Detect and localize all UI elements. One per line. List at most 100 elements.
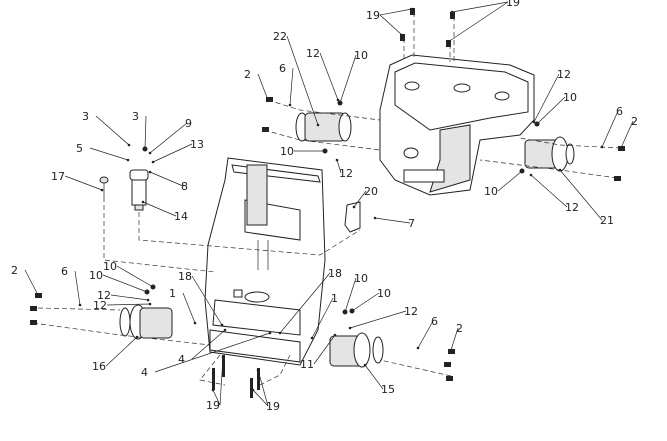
callout-19: 19 <box>251 368 280 413</box>
callout-19: 19 <box>206 355 225 412</box>
callout-label: 10 <box>354 49 368 62</box>
leader-line <box>95 115 130 146</box>
arrow-head-icon <box>278 331 282 335</box>
callout-label: 18 <box>328 267 342 280</box>
callout-2: 2 <box>449 322 463 352</box>
leader-line <box>142 201 177 217</box>
arrow-head-icon <box>148 170 152 174</box>
motor-16 <box>119 304 173 340</box>
arrow-head-icon <box>135 335 139 339</box>
callout-12: 12 <box>93 299 152 312</box>
leader-line <box>116 265 154 288</box>
leader-line <box>219 356 224 406</box>
callout-label: 19 <box>366 9 380 22</box>
callout-label: 1 <box>331 292 338 305</box>
filter-assembly <box>99 169 149 211</box>
callout-2: 2 <box>619 115 638 150</box>
arrow-head-icon <box>333 333 337 337</box>
callout-label: 3 <box>132 110 139 123</box>
callout-6: 6 <box>416 315 438 350</box>
callout-10: 10 <box>535 91 577 126</box>
callout-label: 12 <box>404 305 418 318</box>
callout-9: 9 <box>148 117 192 155</box>
arrow-head-icon <box>336 98 340 102</box>
arrow-head-icon <box>220 323 224 327</box>
callout-10: 10 <box>338 49 368 105</box>
callout-6: 6 <box>279 62 294 107</box>
leader-line <box>447 1 509 43</box>
callout-13: 13 <box>151 138 204 164</box>
arrow-head-icon <box>151 160 155 164</box>
arrow-head-icon <box>126 158 130 162</box>
callout-label: 21 <box>600 214 614 227</box>
arrow-head-icon <box>148 302 152 306</box>
callout-label: 10 <box>103 260 117 273</box>
arrow-head-icon <box>100 188 104 192</box>
leader-line <box>379 14 403 36</box>
callout-2: 2 <box>244 68 270 102</box>
callout-20: 20 <box>352 185 378 209</box>
callout-label: 12 <box>339 167 353 180</box>
leader-line <box>336 159 342 174</box>
callout-label: 9 <box>185 117 192 130</box>
motor-15 <box>329 332 384 368</box>
leader-line <box>530 174 568 208</box>
arrow-head-icon <box>141 200 145 204</box>
hardware <box>30 8 625 398</box>
leader-line <box>252 389 269 407</box>
callout-label: 2 <box>11 264 18 277</box>
leader-line <box>620 120 634 149</box>
callout-label: 10 <box>563 91 577 104</box>
callout-10: 10 <box>343 272 368 314</box>
callout-10: 10 <box>89 269 149 294</box>
callout-label: 19 <box>506 0 520 9</box>
arrow-head-icon <box>352 205 356 209</box>
leader-line <box>311 297 334 339</box>
leader-line <box>344 277 357 313</box>
arrow-head-icon <box>146 298 150 302</box>
leader-line <box>559 169 603 221</box>
arrow-head-icon <box>127 143 131 147</box>
leader-line <box>191 275 223 326</box>
upper-chassis <box>379 54 535 196</box>
arrow-head-icon <box>619 146 623 150</box>
arrow-head-icon <box>288 103 292 107</box>
arrow-head-icon <box>268 331 272 335</box>
parts-layer <box>30 8 625 398</box>
leader-line <box>279 272 331 334</box>
callout-12: 12 <box>306 47 340 102</box>
callout-label: 16 <box>92 360 106 373</box>
arrow-head-icon <box>256 368 260 372</box>
leader-line <box>451 1 509 13</box>
callout-label: 12 <box>93 299 107 312</box>
callout-label: 13 <box>190 138 204 151</box>
arrow-head-icon <box>520 169 524 173</box>
motor-21 <box>524 136 575 172</box>
callout-8: 8 <box>148 170 188 193</box>
callout-label: 4 <box>178 353 185 366</box>
bracket <box>344 201 361 233</box>
callout-label: 3 <box>82 110 89 123</box>
callout-12: 12 <box>348 305 418 330</box>
callout-label: 2 <box>456 322 463 335</box>
leader-line <box>339 54 357 104</box>
arrow-head-icon <box>558 168 562 172</box>
callout-label: 4 <box>141 366 148 379</box>
leader-line <box>106 303 151 306</box>
arrow-head-icon <box>36 293 40 297</box>
motor-22 <box>295 112 352 142</box>
callout-19: 19 <box>446 0 520 44</box>
callout-15: 15 <box>363 363 395 396</box>
leader-line <box>74 270 81 306</box>
callout-5: 5 <box>76 142 130 162</box>
callout-14: 14 <box>141 200 188 223</box>
callout-label: 12 <box>565 201 579 214</box>
callout-label: 18 <box>178 270 192 283</box>
callout-10: 10 <box>484 169 524 198</box>
arrow-head-icon <box>416 346 420 350</box>
callout-2: 2 <box>11 264 40 297</box>
leader-line <box>353 190 367 208</box>
callout-6: 6 <box>600 105 623 149</box>
